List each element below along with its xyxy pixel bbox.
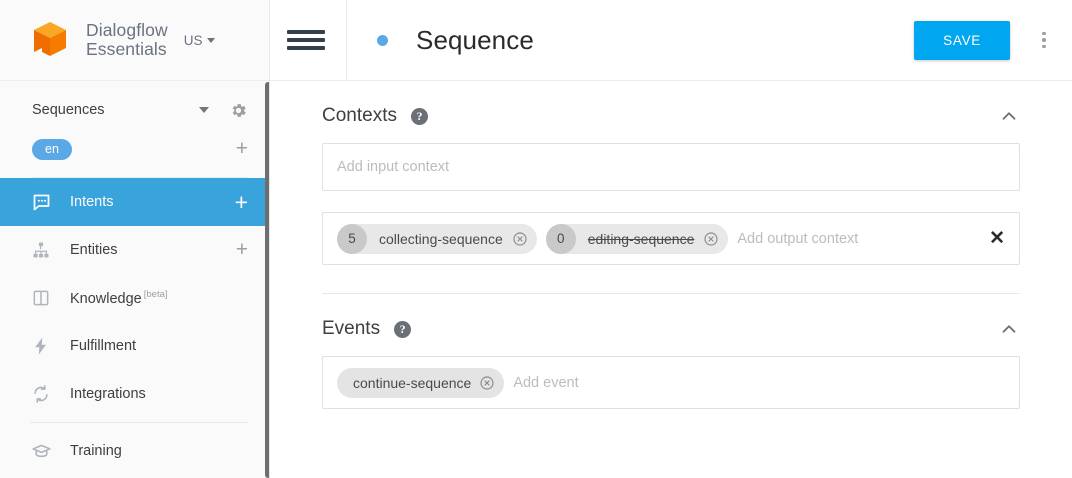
language-row: en +: [0, 130, 270, 168]
hamburger-line: [287, 30, 325, 34]
blue-status-dot: [377, 34, 388, 46]
locale-label: US: [183, 32, 203, 48]
add-language-button[interactable]: +: [235, 137, 248, 160]
language-chip-en[interactable]: en: [32, 138, 72, 160]
sidebar-divider-2: [30, 422, 248, 423]
sidebar-item-label: Training: [70, 443, 122, 459]
event-placeholder: Add event: [513, 374, 579, 391]
dialogflow-cube-logo: [28, 18, 72, 62]
kebab-dot: [1042, 31, 1046, 36]
main-panel: Sequence SAVE Contexts ? Add: [270, 0, 1072, 478]
help-circle-icon[interactable]: ?: [410, 107, 428, 125]
sidebar-item-training[interactable]: Training: [0, 427, 270, 475]
add-entity-button[interactable]: +: [235, 238, 248, 261]
sidebar-item-intents[interactable]: Intents +: [0, 178, 270, 226]
sidebar-item-fulfillment[interactable]: Fulfillment: [0, 322, 270, 370]
output-context-chip[interactable]: 0 editing-sequence: [545, 223, 729, 254]
context-name: collecting-sequence: [379, 230, 503, 247]
contexts-section-header: Contexts ?: [322, 81, 1020, 143]
spacer: [322, 191, 1020, 212]
remove-circle-icon[interactable]: [512, 231, 528, 247]
hamburger-line: [287, 38, 325, 42]
chevron-up-icon[interactable]: [998, 318, 1020, 340]
bolt-icon: [30, 335, 52, 357]
context-lifespan[interactable]: 5: [337, 223, 367, 254]
sidebar-divider: [32, 177, 248, 178]
brand-header[interactable]: Dialogflow Essentials US: [0, 0, 270, 81]
sidebar-item-label: Fulfillment: [70, 338, 137, 354]
help-circle-icon[interactable]: ?: [394, 320, 412, 338]
input-context-field[interactable]: Add input context: [322, 143, 1020, 191]
events-title: Events: [322, 318, 381, 339]
close-x-icon[interactable]: ✕: [989, 228, 1005, 249]
graduation-cap-icon: [30, 440, 52, 462]
page-title: Sequence: [416, 24, 534, 55]
locale-selector[interactable]: US: [184, 33, 215, 48]
kebab-dot: [1042, 44, 1046, 49]
sync-icon: [30, 383, 52, 405]
context-lifespan[interactable]: 0: [545, 223, 576, 254]
kebab-dot: [1042, 38, 1046, 42]
agent-selector[interactable]: Sequences: [0, 90, 270, 130]
sidebar-item-label: Intents: [70, 194, 114, 210]
input-context-placeholder: Add input context: [337, 159, 450, 175]
events-field[interactable]: continue-sequence Add event: [322, 356, 1020, 409]
topbar-separator: [346, 0, 347, 81]
chat-bubble-icon: [30, 191, 52, 213]
contexts-title: Contexts: [322, 105, 397, 126]
event-name: continue-sequence: [353, 374, 472, 391]
sidebar-item-integrations[interactable]: Integrations: [0, 370, 270, 418]
save-button[interactable]: SAVE: [914, 20, 1010, 60]
sidebar-item-label: Knowledge[beta]: [70, 289, 248, 307]
sidebar-item-entities[interactable]: Entities +: [0, 226, 270, 274]
beta-badge: [beta]: [143, 289, 168, 301]
hierarchy-icon: [30, 239, 52, 261]
events-section-header: Events ?: [322, 294, 1020, 356]
output-context-field[interactable]: 5 collecting-sequence 0 editing-sequence: [322, 212, 1020, 265]
context-name: editing-sequence: [587, 230, 695, 247]
section-divider: [322, 293, 1020, 294]
sidebar-item-label: Entities: [70, 242, 118, 258]
gear-icon[interactable]: [229, 101, 248, 120]
brand-name-line1: Dialogflow: [86, 20, 168, 40]
chevron-up-icon[interactable]: [998, 105, 1020, 127]
brand-name-line2: Essentials: [86, 39, 167, 59]
content-area: Contexts ? Add input context 5 collectin…: [270, 81, 1072, 409]
output-context-chip[interactable]: 5 collecting-sequence: [337, 223, 537, 254]
caret-down-icon[interactable]: [199, 107, 209, 113]
sidebar-item-knowledge[interactable]: Knowledge[beta]: [0, 274, 270, 322]
remove-circle-icon[interactable]: [479, 375, 495, 391]
hamburger-menu-icon[interactable]: [287, 26, 327, 54]
add-intent-button[interactable]: +: [234, 189, 248, 215]
hamburger-line: [287, 46, 325, 50]
sidebar-scrollbar[interactable]: [265, 82, 271, 478]
sidebar: Dialogflow Essentials US Sequences en +: [0, 0, 271, 478]
output-context-placeholder: Add output context: [737, 230, 859, 247]
event-chip[interactable]: continue-sequence: [337, 367, 505, 398]
remove-circle-icon[interactable]: [703, 231, 719, 247]
sidebar-border: [269, 0, 270, 478]
book-icon: [30, 287, 52, 309]
sidebar-item-label: Integrations: [70, 386, 146, 402]
knowledge-label-text: Knowledge: [70, 290, 142, 307]
kebab-menu-icon[interactable]: [1024, 20, 1064, 60]
brand-name: Dialogflow Essentials: [72, 21, 168, 59]
caret-down-icon: [206, 37, 215, 43]
agent-name: Sequences: [32, 102, 105, 118]
top-bar: Sequence SAVE: [270, 0, 1072, 81]
